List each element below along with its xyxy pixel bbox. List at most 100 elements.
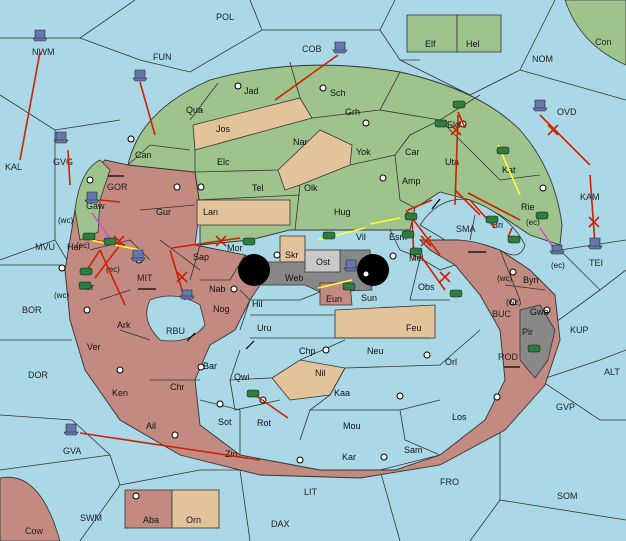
sea-mit[interactable]: MIT xyxy=(137,273,153,283)
fleet-unit[interactable] xyxy=(332,41,348,54)
land-uru[interactable]: Uru xyxy=(257,323,272,333)
region-elf[interactable] xyxy=(406,14,458,53)
sea-mvu[interactable]: MVU xyxy=(35,242,55,252)
region-hel[interactable] xyxy=(456,14,502,53)
land-rie[interactable]: Rie xyxy=(521,202,535,212)
fleet-unit[interactable] xyxy=(130,249,146,262)
land-sch[interactable]: Sch xyxy=(330,88,346,98)
army-unit[interactable] xyxy=(79,267,93,276)
fleet-unit[interactable] xyxy=(532,99,548,112)
sea-fro[interactable]: FRO xyxy=(440,477,459,487)
land-byn[interactable]: Byn xyxy=(523,275,539,285)
sea-swm[interactable]: SWM xyxy=(80,513,102,523)
land-eld[interactable]: Eld xyxy=(447,120,460,130)
army-unit[interactable] xyxy=(507,235,521,244)
army-unit[interactable] xyxy=(82,232,96,241)
sea-kam[interactable]: KAM xyxy=(580,192,600,202)
land-neu[interactable]: Neu xyxy=(367,346,384,356)
land-rot[interactable]: Rot xyxy=(257,418,272,428)
army-unit[interactable] xyxy=(246,389,260,398)
land-her[interactable]: Her xyxy=(67,242,82,252)
land-esm[interactable]: Esm xyxy=(389,232,407,242)
sea-buc[interactable]: BUC xyxy=(492,309,512,319)
land-ost[interactable]: Ost xyxy=(316,257,331,267)
land-mel[interactable]: Mel xyxy=(409,253,424,263)
army-unit[interactable] xyxy=(409,247,423,256)
land-ark[interactable]: Ark xyxy=(117,320,131,330)
sea-lit[interactable]: LIT xyxy=(304,487,318,497)
land-nil[interactable]: Nil xyxy=(315,368,326,378)
land-kaa[interactable]: Kaa xyxy=(334,388,350,398)
land-amp[interactable]: Amp xyxy=(402,176,421,186)
land-gur[interactable]: Gur xyxy=(156,207,171,217)
sea-gva[interactable]: GVA xyxy=(63,446,81,456)
land-elf[interactable]: Elf xyxy=(425,39,436,49)
army-unit[interactable] xyxy=(322,231,336,240)
fleet-unit[interactable] xyxy=(587,237,603,250)
land-ken[interactable]: Ken xyxy=(112,388,128,398)
land-yok[interactable]: Yok xyxy=(356,147,371,157)
land-olk[interactable]: Olk xyxy=(304,183,318,193)
land-bar[interactable]: Bar xyxy=(203,361,217,371)
army-unit[interactable] xyxy=(401,230,415,239)
land-eun[interactable]: Eun xyxy=(326,294,342,304)
sea-som[interactable]: SOM xyxy=(557,491,578,501)
army-unit[interactable] xyxy=(103,237,117,246)
land-orn[interactable]: Orn xyxy=(186,515,201,525)
sea-rod[interactable]: ROD xyxy=(498,352,519,362)
region-orn[interactable] xyxy=(171,489,220,529)
sea-cow[interactable]: Cow xyxy=(25,526,44,536)
land-orl[interactable]: Orl xyxy=(445,357,457,367)
region-lan[interactable] xyxy=(196,199,291,226)
land-sam[interactable]: Sam xyxy=(404,445,423,455)
fleet-unit[interactable] xyxy=(132,69,148,82)
land-hug[interactable]: Hug xyxy=(334,207,351,217)
land-skr[interactable]: Skr xyxy=(285,250,299,260)
sea-pol[interactable]: POL xyxy=(216,12,234,22)
army-unit[interactable] xyxy=(496,146,510,155)
land-aba[interactable]: Aba xyxy=(143,515,159,525)
region-feu[interactable] xyxy=(334,304,436,339)
land-hil[interactable]: Hil xyxy=(252,299,263,309)
land-nar[interactable]: Nar xyxy=(293,137,308,147)
army-unit[interactable] xyxy=(242,237,256,246)
army-unit[interactable] xyxy=(535,211,549,220)
land-nog[interactable]: Nog xyxy=(213,304,230,314)
sea-kup[interactable]: KUP xyxy=(570,325,589,335)
land-ver[interactable]: Ver xyxy=(87,342,101,352)
land-can[interactable]: Can xyxy=(135,150,152,160)
land-gaw[interactable]: Gaw xyxy=(86,201,105,211)
land-grh[interactable]: Grh xyxy=(345,107,360,117)
land-bri[interactable]: Bri xyxy=(492,220,503,230)
fleet-unit[interactable] xyxy=(84,191,100,204)
sea-rbu[interactable]: RBU xyxy=(166,326,185,336)
sea-dor[interactable]: DOR xyxy=(28,370,49,380)
fleet-unit[interactable] xyxy=(53,131,69,144)
land-pir[interactable]: Pir xyxy=(522,327,533,337)
land-qwi[interactable]: Qwi xyxy=(234,372,250,382)
land-chr[interactable]: Chr xyxy=(170,382,185,392)
land-feu[interactable]: Feu xyxy=(406,323,422,333)
land-jad[interactable]: Jad xyxy=(244,86,259,96)
land-qua[interactable]: Qua xyxy=(186,105,203,115)
land-uta[interactable]: Uta xyxy=(445,157,459,167)
sea-gvg[interactable]: GVG xyxy=(53,157,73,167)
sea-nom[interactable]: NOM xyxy=(532,54,553,64)
sea-bor[interactable]: BOR xyxy=(22,305,42,315)
land-ail[interactable]: Ail xyxy=(146,421,156,431)
army-unit[interactable] xyxy=(434,119,448,128)
region-ost[interactable] xyxy=(304,249,341,273)
sea-tei[interactable]: TEI xyxy=(589,258,603,268)
fleet-unit[interactable] xyxy=(549,244,565,255)
land-sot[interactable]: Sot xyxy=(218,417,232,427)
sea-ovd[interactable]: OVD xyxy=(557,107,577,117)
land-elc[interactable]: Elc xyxy=(217,157,230,167)
sea-cob[interactable]: COB xyxy=(302,44,322,54)
land-sun[interactable]: Sun xyxy=(361,293,377,303)
land-los[interactable]: Los xyxy=(452,412,467,422)
land-sap[interactable]: Sap xyxy=(193,252,209,262)
army-unit[interactable] xyxy=(404,212,418,221)
land-gwa[interactable]: Gwa xyxy=(530,307,549,317)
land-obs[interactable]: Obs xyxy=(418,282,435,292)
army-unit[interactable] xyxy=(452,100,466,109)
